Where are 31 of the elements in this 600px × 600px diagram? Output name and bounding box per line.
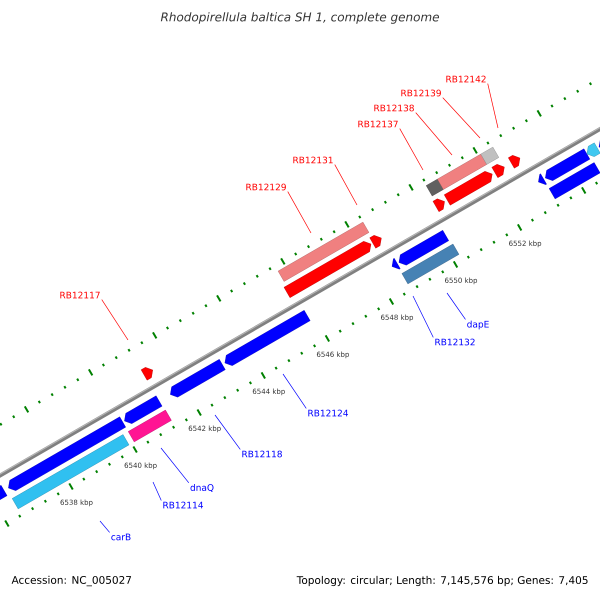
gene-label: RB12129 — [246, 184, 286, 190]
gene-label: RB12114 — [163, 502, 204, 508]
footer-text: Topology: circular; Length: 7,145,576 bp; Genes: 7,405 — [296, 576, 588, 586]
gene-label: RB12118 — [242, 450, 282, 458]
leader-line — [152, 482, 162, 501]
gene-label: RB12131 — [293, 156, 333, 164]
gene-label: RB12132 — [435, 338, 475, 346]
gene-label: RB12117 — [60, 292, 100, 298]
gene-label: RB12142 — [446, 76, 486, 82]
leader-line — [287, 191, 312, 234]
leader-line — [334, 164, 358, 206]
leader-line — [282, 374, 307, 409]
title: Rhodopirellula baltica SH 1, complete genome — [160, 12, 439, 24]
footer-text: Accession: NC_005027 — [12, 576, 132, 586]
leader-line — [442, 97, 480, 138]
leader-line — [160, 448, 190, 484]
gene-label: RB12139 — [401, 90, 441, 96]
leader-line — [487, 83, 498, 128]
gene-label: RB12124 — [308, 410, 348, 416]
gene-label: dnaQ — [190, 484, 214, 492]
gene-label: RB12138 — [374, 104, 414, 112]
leader-line — [415, 112, 452, 156]
gene-label: RB12137 — [358, 120, 398, 128]
leader-line — [446, 292, 466, 320]
gene-label: dapE — [467, 320, 489, 330]
leader-line — [100, 520, 110, 533]
gene-label: carB — [111, 534, 131, 540]
leader-line — [214, 414, 241, 450]
leader-line — [101, 299, 128, 340]
leader-line — [412, 296, 434, 338]
leader-line — [399, 128, 424, 170]
